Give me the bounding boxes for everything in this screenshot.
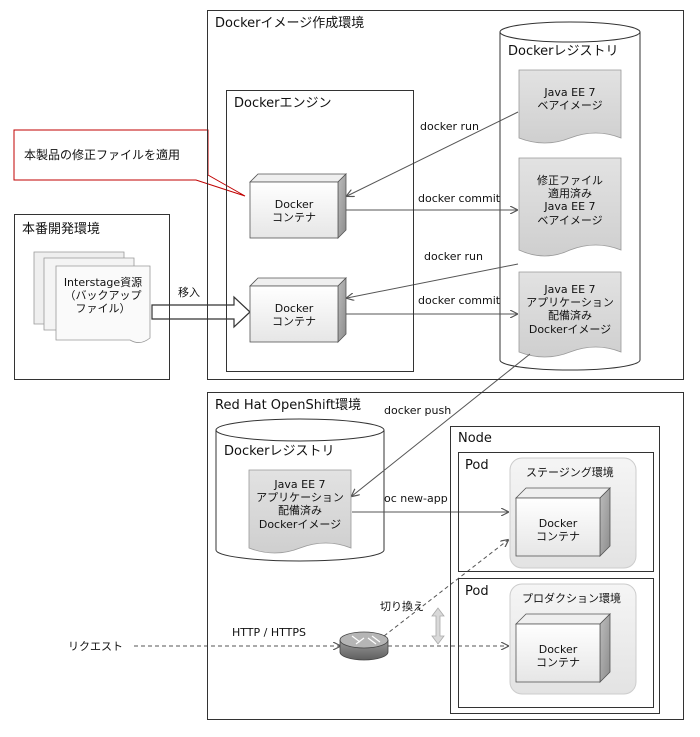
label-http: HTTP / HTTPS	[232, 626, 306, 639]
label-docker-run-1: docker run	[420, 120, 479, 133]
container-staging-line1: Docker	[538, 517, 578, 530]
backup-doc-line2: （バックアップ	[64, 289, 142, 303]
doc-patched-line3: Java EE 7	[544, 200, 596, 214]
registry-bottom-title: Dockerレジストリ	[224, 444, 335, 459]
cube-staging	[515, 487, 611, 557]
pod1-frame	[458, 452, 654, 572]
pod2-title: Pod	[465, 584, 489, 599]
label-docker-push: docker push	[384, 404, 452, 417]
doc-shape-patched-image	[518, 157, 622, 257]
node-frame	[450, 426, 660, 714]
container-mid-label: Docker コンテナ	[250, 302, 338, 328]
node-title: Node	[458, 431, 492, 446]
doc-app-line4: Dockerイメージ	[528, 322, 612, 336]
doc-bottom-line2: アプリケーション	[256, 491, 344, 505]
label-oc-new-app: oc new-app	[384, 492, 448, 505]
doc-patched-line2: 適用済み	[548, 187, 592, 201]
migrate-label: 移入	[178, 286, 200, 299]
doc-bottom-line4: Dockerイメージ	[258, 517, 342, 531]
doc-bottom-line3: 配備済み	[278, 504, 322, 518]
openshift-frame	[207, 392, 684, 720]
doc-app-image-bottom: Java EE 7 アプリケーション 配備済み Dockerイメージ	[249, 478, 351, 531]
doc-bare-image-line2: ベアイメージ	[537, 99, 603, 113]
doc-shape-app-image	[518, 271, 622, 358]
container-staging-line2: コンテナ	[536, 530, 580, 544]
arrow-docker-run-1	[347, 111, 519, 196]
docker-build-env-title: Dockerイメージ作成環境	[215, 16, 365, 31]
label-docker-run-2: docker run	[424, 250, 483, 263]
doc-patched-image: 修正ファイル 適用済み Java EE 7 ベアイメージ	[519, 174, 621, 227]
doc-patched-line1: 修正ファイル	[537, 174, 603, 187]
openshift-title: Red Hat OpenShift環境	[215, 398, 362, 413]
docker-build-env-frame	[207, 10, 684, 380]
registry-top-title: Dockerレジストリ	[508, 44, 619, 59]
doc-app-line3: 配備済み	[548, 309, 592, 323]
doc-shape-app-image-bottom	[248, 469, 352, 554]
doc-bottom-line1: Java EE 7	[274, 478, 326, 491]
backup-doc-text: Interstage資源 （バックアップ ファイル）	[56, 276, 150, 316]
doc-app-line2: アプリケーション	[526, 296, 614, 310]
backup-doc-stack	[33, 251, 151, 343]
doc-bare-image-line1: Java EE 7	[544, 86, 596, 99]
arrow-docker-run-2	[347, 263, 519, 298]
label-request: リクエスト	[68, 640, 123, 653]
container-mid-line2: コンテナ	[272, 315, 316, 329]
container-top-line2: コンテナ	[272, 211, 316, 225]
container-production-line1: Docker	[538, 643, 578, 656]
prod-dev-env-title: 本番開発環境	[22, 222, 101, 237]
doc-patched-line4: ベアイメージ	[537, 213, 603, 227]
backup-doc-line3: ファイル）	[75, 302, 131, 316]
container-top-line1: Docker	[274, 198, 314, 211]
router-icon	[339, 631, 389, 661]
label-docker-commit-1: docker commit	[418, 192, 501, 205]
arrow-to-staging	[383, 540, 508, 637]
container-top-label: Docker コンテナ	[250, 198, 338, 224]
callout-text: 本製品の修正ファイルを適用	[24, 148, 181, 162]
callout-shape	[13, 129, 246, 197]
arrow-docker-push	[352, 353, 531, 496]
label-switch: 切り換え	[380, 600, 424, 613]
container-staging-label: Docker コンテナ	[516, 517, 600, 543]
label-docker-commit-2: docker commit	[418, 294, 501, 307]
pod1-title: Pod	[465, 458, 489, 473]
container-mid-line1: Docker	[274, 302, 314, 315]
cube-mid	[249, 277, 347, 343]
docker-engine-frame	[226, 90, 414, 372]
production-env-label: プロダクション環境	[522, 592, 621, 605]
flow-arrows	[134, 111, 531, 646]
container-production-line2: コンテナ	[536, 656, 580, 670]
backup-doc-line1: Interstage資源	[63, 276, 143, 289]
doc-app-line1: Java EE 7	[544, 283, 596, 296]
pod2-frame	[458, 578, 654, 708]
switch-double-arrow	[431, 607, 445, 645]
doc-shape-bare-image	[518, 69, 622, 144]
docker-engine-title: Dockerエンジン	[234, 96, 332, 111]
staging-env-label: ステージング環境	[526, 466, 614, 479]
cube-top	[249, 173, 347, 239]
cube-production	[515, 613, 611, 683]
doc-app-image: Java EE 7 アプリケーション 配備済み Dockerイメージ	[519, 283, 621, 336]
prod-dev-env-frame	[14, 214, 170, 380]
container-production-label: Docker コンテナ	[516, 643, 600, 669]
doc-bare-image: Java EE 7 ベアイメージ	[519, 86, 621, 112]
migrate-arrow-shape	[151, 295, 251, 329]
